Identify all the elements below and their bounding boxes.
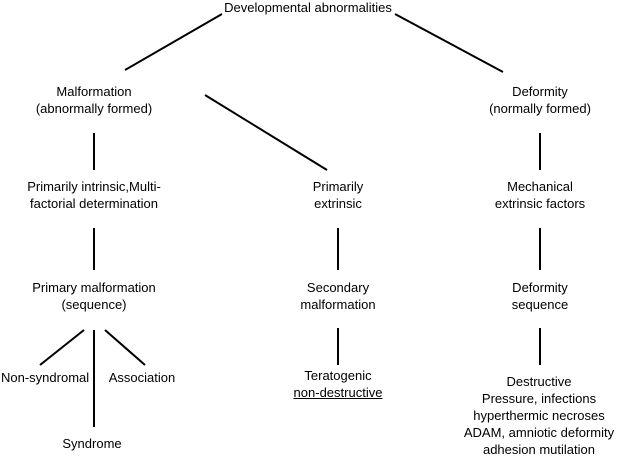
label-line: Mechanical (507, 179, 573, 194)
edge-primary-non-syndromal (39, 329, 85, 366)
node-mechanical-extrinsic-factors: Mechanical extrinsic factors (495, 178, 585, 212)
node-syndrome: Syndrome (62, 435, 121, 452)
node-destructive: Destructive Pressure, infections hyperth… (464, 373, 614, 458)
label-line: (abnormally formed) (35, 101, 153, 116)
node-association: Association (109, 369, 175, 386)
label-line: Teratogenic (304, 368, 372, 383)
node-deformity: Deformity (normally formed) (489, 83, 591, 117)
label-line: (sequence) (61, 297, 127, 312)
node-non-syndromal: Non-syndromal (1, 369, 89, 386)
edge-root-deformity (394, 13, 504, 73)
label-line: extrinsic (314, 196, 362, 211)
label-line: Pressure, infections (481, 391, 597, 406)
label-line: Primarily intrinsic,Multi- (27, 179, 161, 194)
label-line: Destructive (506, 374, 572, 389)
label-line-underlined: non-destructive (293, 385, 383, 400)
label-line: Primarily (312, 179, 364, 194)
label-line: adhesion mutilation (482, 442, 596, 457)
label-line: hyperthermic necroses (473, 408, 605, 423)
node-primarily-intrinsic: Primarily intrinsic,Multi- factorial det… (27, 178, 161, 212)
label-line: (normally formed) (489, 101, 591, 116)
label-line: Secondary (306, 280, 370, 295)
label-line: Association (108, 370, 176, 385)
label-line: extrinsic factors (494, 196, 586, 211)
label-line: Deformity (512, 84, 568, 99)
label-line: sequence (511, 297, 569, 312)
label-line: factorial determination (30, 196, 158, 211)
node-primary-malformation: Primary malformation (sequence) (32, 279, 156, 313)
node-secondary-malformation: Secondary malformation (300, 279, 375, 313)
label-line: Syndrome (62, 436, 122, 451)
label-line: Non-syndromal (1, 370, 90, 385)
edge-root-malformation (124, 13, 223, 71)
node-malformation: Malformation (abnormally formed) (36, 83, 152, 117)
node-teratogenic: Teratogenic non-destructive (294, 367, 383, 401)
label-line: Deformity (512, 280, 568, 295)
label-line: Primary malformation (32, 280, 156, 295)
label-line: Developmental abnormalities (224, 0, 392, 15)
node-developmental-abnormalities: Developmental abnormalities (224, 0, 392, 16)
edge-malformation-extrinsic (204, 94, 328, 171)
node-primarily-extrinsic: Primarily extrinsic (313, 178, 364, 212)
label-line: malformation (300, 297, 376, 312)
label-line: Malformation (56, 84, 132, 99)
node-deformity-sequence: Deformity sequence (512, 279, 568, 313)
label-line: ADAM, amniotic deformity (463, 425, 615, 440)
edge-primary-association (104, 329, 146, 366)
